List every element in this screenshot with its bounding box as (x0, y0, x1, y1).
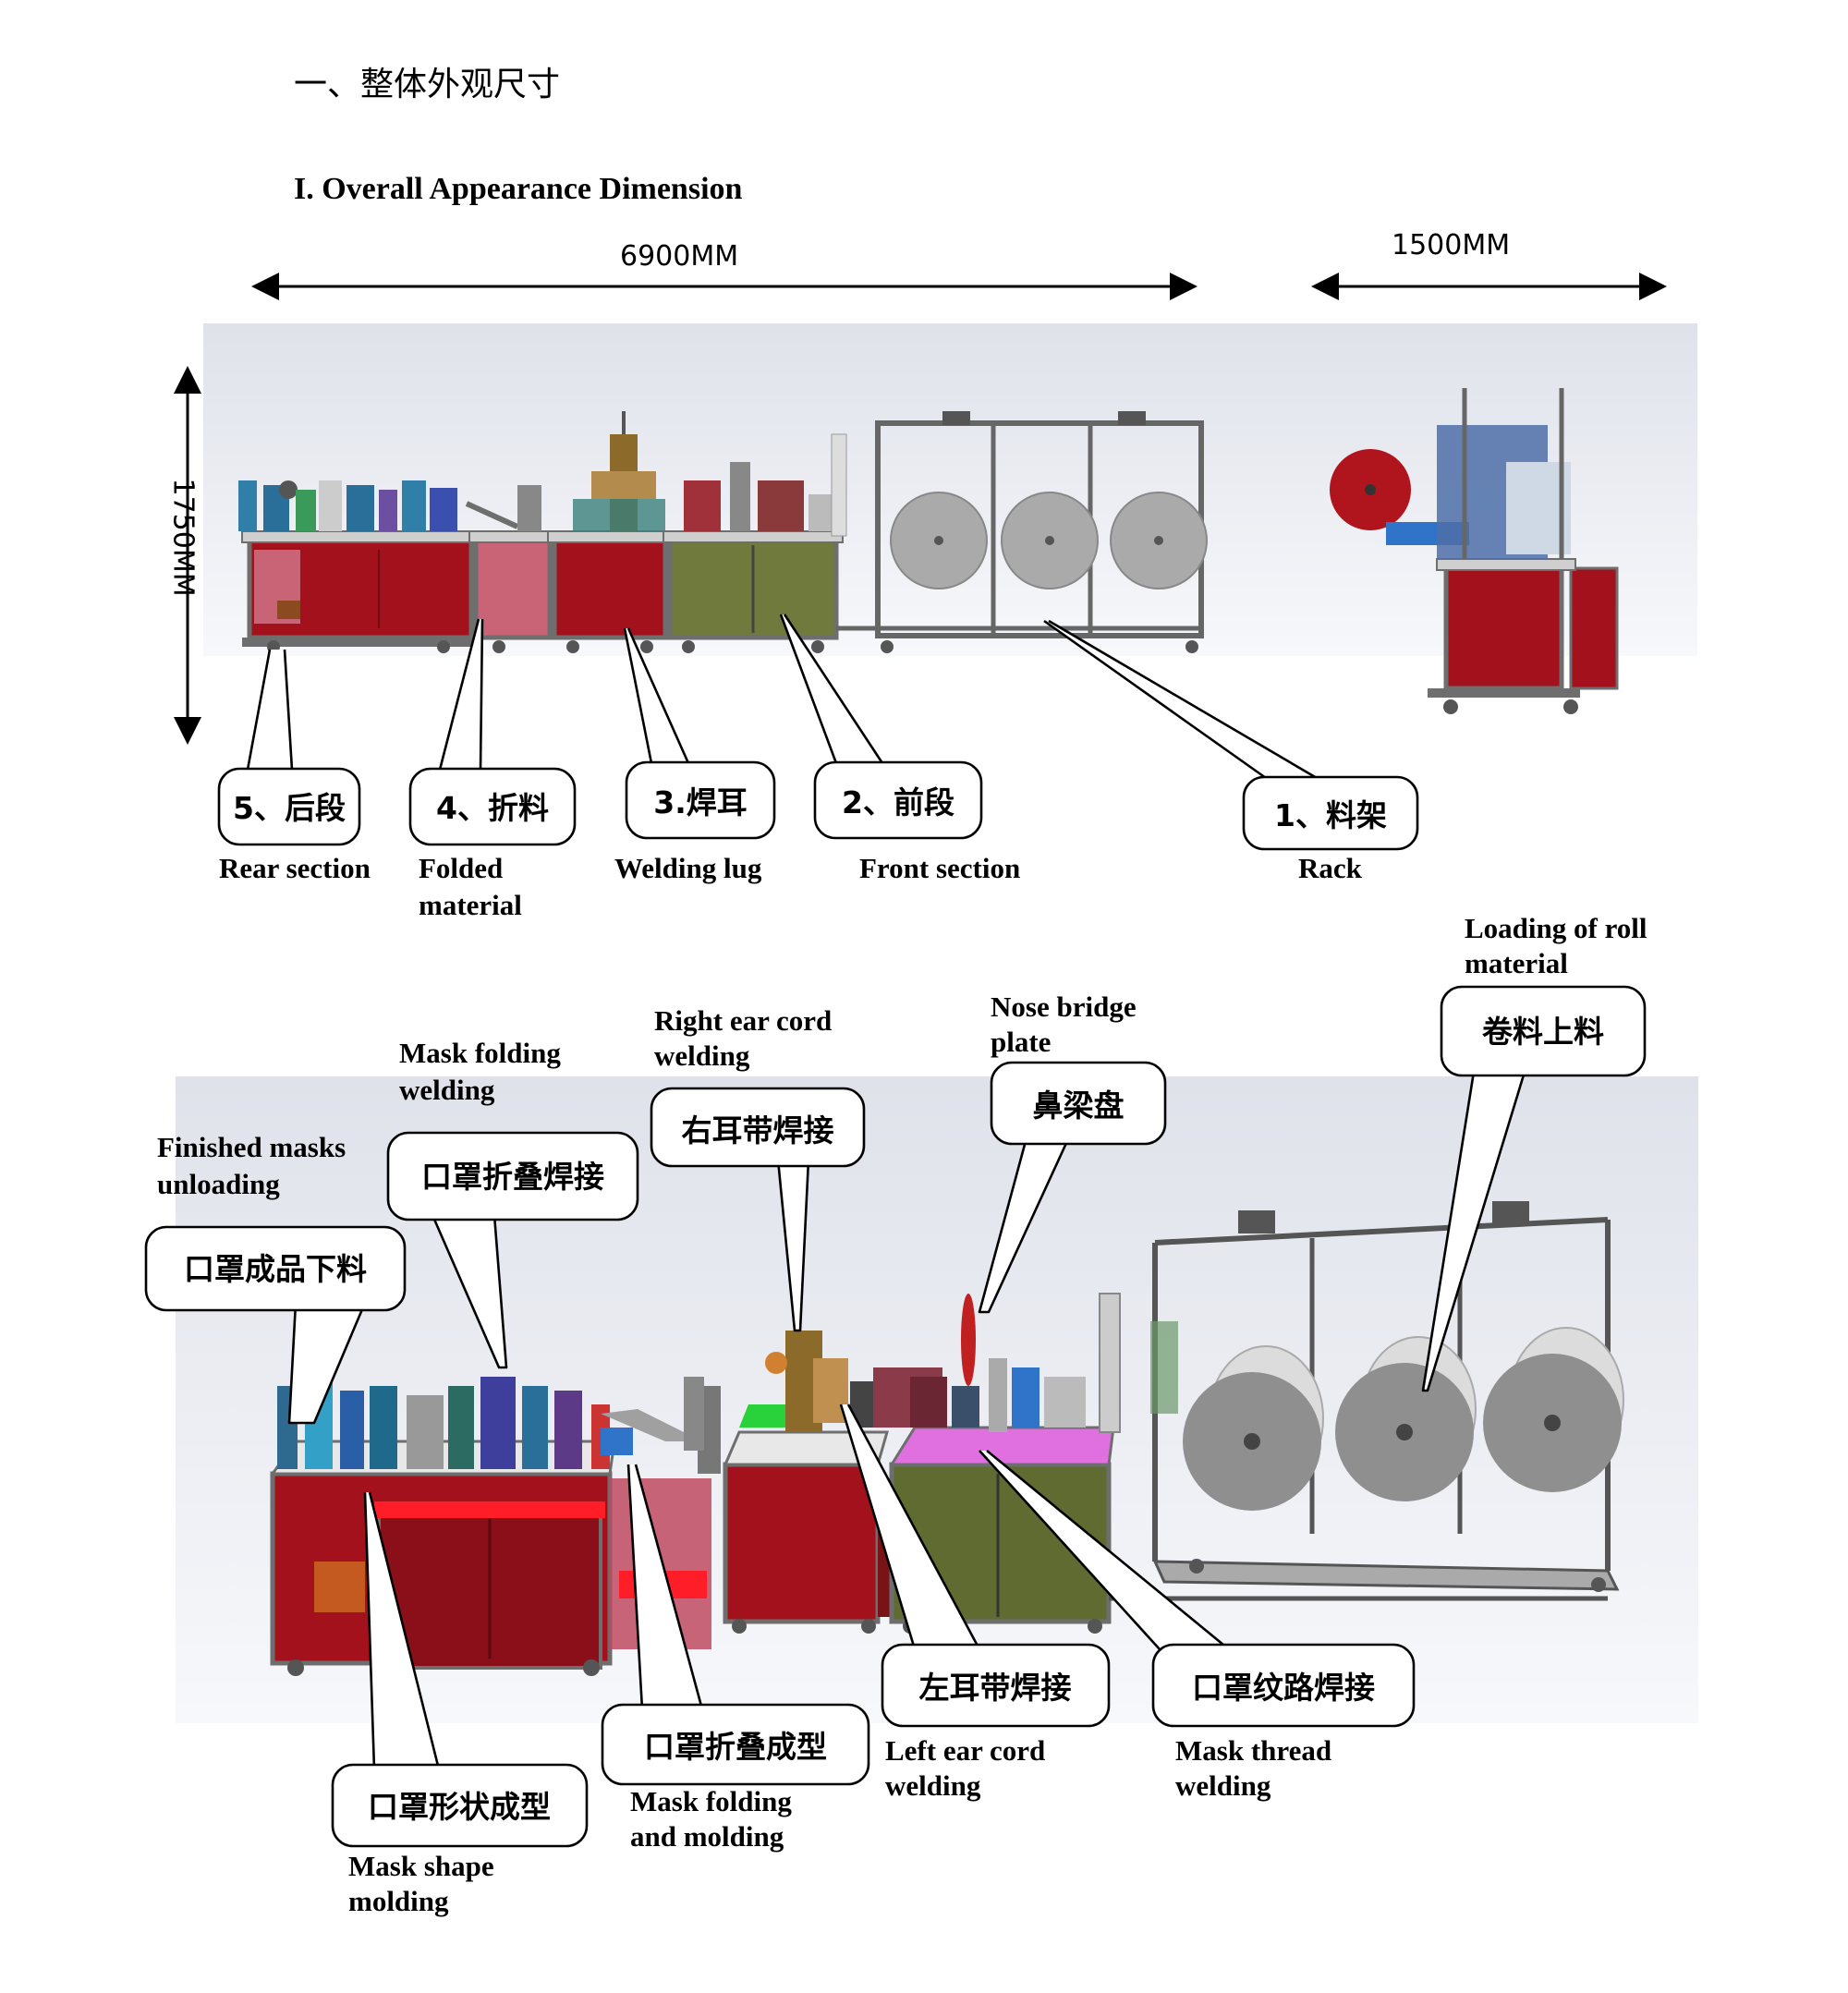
callout-welding-lug-cn: 3.焊耳 (653, 784, 748, 820)
callout-mask-shape-cn: 口罩形状成型 (368, 1789, 551, 1825)
callout-welding-lug: 3.焊耳 Welding lug (614, 627, 776, 884)
mask-shape-en-1: Mask shape (348, 1850, 494, 1882)
finished-masks-en-2: unloading (157, 1168, 280, 1200)
callout-rear-section-cn: 5、后段 (233, 790, 346, 826)
roll-loading-en-2: material (1465, 947, 1568, 979)
heading-english: I. Overall Appearance Dimension (294, 172, 743, 206)
folded-material-machine (465, 485, 555, 653)
callout-rack: 1、料架 Rack (1043, 619, 1419, 884)
callout-roll-loading: 卷料上料 Loading of roll material (1421, 912, 1647, 1392)
callout-nose-bridge: 鼻梁盘 Nose bridge plate (978, 990, 1167, 1314)
callout-right-ear-cord-cn: 右耳带焊接 (682, 1112, 834, 1148)
left-ear-cord-en-2: welding (885, 1769, 981, 1802)
side-view-illustration (203, 323, 1697, 714)
folded-material-en-1: Folded (419, 852, 503, 884)
mask-thread-en-2: welding (1175, 1769, 1271, 1802)
right-ear-cord-en-2: welding (654, 1039, 750, 1072)
rear-section-en: Rear section (219, 852, 371, 884)
callout-right-ear-cord: 右耳带焊接 Right ear cord welding (650, 1004, 866, 1332)
mask-folding-molding-en-1: Mask folding (630, 1785, 792, 1817)
welding-lug-en: Welding lug (614, 852, 762, 884)
mask-folding-molding-en-2: and molding (630, 1820, 784, 1853)
mask-shape-en-2: molding (348, 1885, 449, 1917)
finished-masks-en-1: Finished masks (157, 1131, 346, 1163)
callout-mask-thread-cn: 口罩纹路焊接 (1192, 1670, 1375, 1706)
length-dimension-label: 6900MM (620, 240, 739, 273)
callout-mask-folding-molding: 口罩折叠成型 Mask folding and molding (601, 1464, 870, 1853)
mask-thread-en-1: Mask thread (1175, 1734, 1331, 1767)
callout-front-section-cn: 2、前段 (842, 784, 954, 820)
roll-rack (1109, 1201, 1624, 1601)
callout-left-ear-cord: 左耳带焊接 Left ear cord welding (839, 1404, 1111, 1802)
welding-lug-machine (547, 411, 673, 653)
callout-folded-material: 4、折料 Folded material (408, 618, 577, 921)
nose-bridge-en-1: Nose bridge (991, 990, 1137, 1023)
nose-bridge-en-2: plate (991, 1026, 1051, 1058)
callout-mask-thread: 口罩纹路焊接 Mask thread welding (979, 1449, 1416, 1802)
fold-station (601, 1386, 721, 1474)
rack-length-dimension-label: 1500MM (1392, 229, 1511, 261)
callout-front-section: 2、前段 Front section (779, 614, 1020, 884)
callout-finished-masks: 口罩成品下料 Finished masks unloading (144, 1131, 407, 1425)
callout-mask-folding-molding-cn: 口罩折叠成型 (644, 1729, 827, 1765)
callout-finished-masks-cn: 口罩成品下料 (184, 1251, 367, 1287)
callout-mask-folding-welding: 口罩折叠焊接 Mask folding welding (386, 1037, 639, 1369)
callout-folded-material-cn: 4、折料 (436, 790, 549, 826)
front-cabinets (873, 1293, 1121, 1634)
rack-frame (836, 411, 1208, 653)
folded-material-en-2: material (419, 889, 522, 921)
callout-left-ear-cord-cn: 左耳带焊接 (919, 1670, 1072, 1706)
front-section-en: Front section (859, 852, 1020, 884)
callout-nose-bridge-cn: 鼻梁盘 (1033, 1088, 1125, 1124)
right-ear-cord-en-1: Right ear cord (654, 1004, 832, 1037)
callout-mask-shape: 口罩形状成型 Mask shape molding (331, 1491, 589, 1917)
mask-folding-welding-en-1: Mask folding (399, 1037, 561, 1069)
mask-folding-welding-en-2: welding (399, 1074, 495, 1106)
heading-chinese: 一、整体外观尺寸 (294, 66, 561, 103)
end-view-machine (1330, 388, 1619, 714)
rack-en: Rack (1298, 852, 1363, 884)
callout-roll-loading-cn: 卷料上料 (1482, 1014, 1604, 1050)
roll-loading-en-1: Loading of roll (1465, 912, 1647, 944)
rear-section-machine (238, 480, 480, 653)
callout-rack-cn: 1、料架 (1274, 797, 1387, 833)
left-ear-cord-en-1: Left ear cord (885, 1734, 1045, 1767)
front-section-machine (663, 433, 847, 653)
callout-rear-section: 5、后段 Rear section (217, 649, 371, 884)
callout-mask-folding-welding-cn: 口罩折叠焊接 (421, 1159, 604, 1195)
